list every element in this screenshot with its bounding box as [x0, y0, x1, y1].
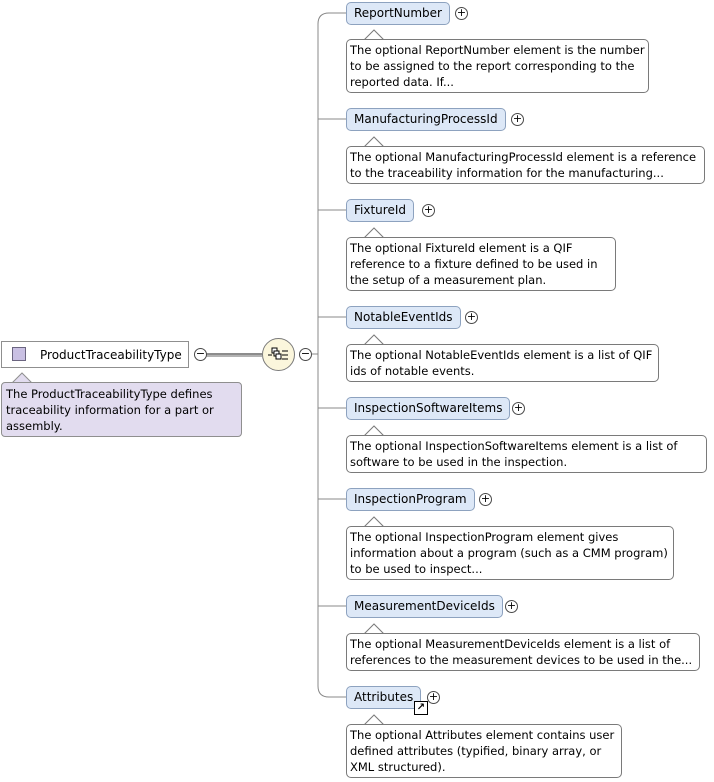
doc-notable-event-ids: The optional NotableEventIds element is …	[346, 344, 659, 382]
sequence-compositor-icon[interactable]	[262, 338, 295, 371]
plus-circle-icon[interactable]: +	[465, 310, 478, 324]
element-notable-event-ids[interactable]: NotableEventIds	[346, 306, 461, 329]
element-manufacturing-process-id[interactable]: ManufacturingProcessId	[346, 108, 506, 131]
doc-measurement-device-ids: The optional MeasurementDeviceIds elemen…	[346, 633, 700, 671]
plus-circle-icon[interactable]: +	[422, 203, 435, 217]
element-inspection-software-items[interactable]: InspectionSoftwareItems	[346, 397, 511, 420]
element-inspection-program[interactable]: InspectionProgram	[346, 488, 475, 511]
element-measurement-device-ids[interactable]: MeasurementDeviceIds	[346, 595, 503, 618]
complex-type-icon	[12, 347, 26, 361]
element-attributes[interactable]: Attributes	[346, 686, 422, 709]
plus-circle-icon[interactable]: +	[479, 492, 492, 506]
plus-circle-icon[interactable]: +	[505, 599, 518, 613]
plus-circle-icon[interactable]: +	[455, 6, 468, 20]
plus-circle-icon[interactable]: +	[427, 690, 440, 704]
doc-inspection-program: The optional InspectionProgram element g…	[346, 526, 674, 580]
doc-report-number: The optional ReportNumber element is the…	[346, 39, 649, 93]
doc-attributes: The optional Attributes element contains…	[346, 724, 622, 778]
plus-circle-icon[interactable]: +	[512, 401, 525, 415]
minus-circle-icon[interactable]: −	[299, 347, 312, 361]
element-fixture-id[interactable]: FixtureId	[346, 199, 414, 222]
doc-fixture-id: The optional FixtureId element is a QIF …	[346, 237, 616, 291]
doc-manufacturing-process-id: The optional ManufacturingProcessId elem…	[346, 146, 705, 184]
product-traceability-type-node[interactable]: ProductTraceabilityType	[1, 341, 189, 368]
type-documentation: The ProductTraceabilityType defines trac…	[1, 382, 242, 437]
element-report-number[interactable]: ReportNumber	[346, 2, 450, 25]
plus-circle-icon[interactable]: +	[511, 112, 524, 126]
type-name: ProductTraceabilityType	[40, 348, 182, 362]
minus-circle-icon[interactable]: −	[194, 347, 207, 361]
reference-arrow-icon: ↗	[414, 701, 428, 715]
doc-inspection-software-items: The optional InspectionSoftwareItems ele…	[346, 435, 707, 473]
